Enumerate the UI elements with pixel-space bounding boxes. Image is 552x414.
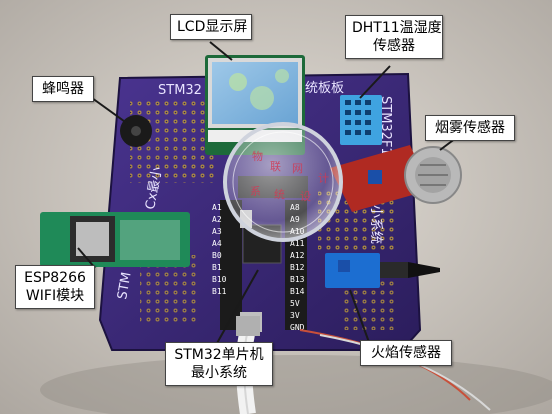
silk-top: STM32 [158, 83, 202, 98]
svg-text:GND: GND [290, 323, 305, 332]
magnifier-lens: 物联网 系统 设计 [223, 122, 343, 242]
flame-label-text: 火焰传感器 [371, 345, 441, 361]
svg-text:A11: A11 [290, 239, 305, 248]
svg-text:B0: B0 [212, 251, 222, 260]
svg-text:B12: B12 [290, 263, 305, 272]
esp8266-label: ESP8266 WIFI模块 [15, 265, 95, 309]
dht11-label-line2: 传感器 [373, 38, 415, 54]
dht11-sensor [340, 95, 382, 145]
lcd-label-text: LCD显示屏 [177, 19, 248, 35]
silk-top-right: 统板板 [305, 81, 344, 96]
esp8266-label-line1: ESP8266 [24, 270, 86, 286]
svg-text:计: 计 [318, 172, 329, 185]
buzzer-label-text: 蜂鸣器 [42, 81, 84, 97]
svg-text:物: 物 [252, 149, 263, 163]
smoke-label-text: 烟雾传感器 [435, 120, 505, 136]
svg-text:系: 系 [250, 185, 261, 198]
dht11-label: DHT11温湿度 传感器 [345, 15, 443, 59]
stm32-label: STM32单片机 最小系统 [165, 342, 273, 386]
svg-text:A4: A4 [212, 239, 222, 248]
svg-text:B14: B14 [290, 287, 305, 296]
svg-text:统: 统 [274, 188, 285, 201]
flame-sensor [325, 253, 440, 288]
smoke-sensor [330, 145, 462, 212]
buzzer-label: 蜂鸣器 [32, 76, 94, 102]
esp8266-module [40, 212, 190, 267]
svg-text:5V: 5V [290, 299, 300, 308]
svg-text:B13: B13 [290, 275, 305, 284]
svg-text:A2: A2 [212, 215, 222, 224]
smoke-label: 烟雾传感器 [425, 115, 515, 141]
svg-text:B1: B1 [212, 263, 222, 272]
svg-text:联: 联 [270, 160, 281, 173]
esp8266-label-line2: WIFI模块 [25, 288, 85, 304]
svg-text:B11: B11 [212, 287, 227, 296]
svg-text:A12: A12 [290, 251, 305, 260]
dht11-label-line1: DHT11温湿度 [352, 20, 442, 36]
lcd-label: LCD显示屏 [170, 14, 252, 40]
silk-left: Cx最小 [143, 166, 165, 211]
leader-lines [77, 41, 461, 346]
stm32-label-line1: STM32单片机 [174, 347, 264, 363]
svg-text:3V: 3V [290, 311, 300, 320]
buzzer-component [120, 115, 152, 147]
svg-text:A1: A1 [212, 203, 222, 212]
stm32-label-line2: 最小系统 [191, 365, 247, 381]
svg-text:网: 网 [292, 162, 303, 175]
silk-right-lower: 小系统 [368, 205, 383, 244]
svg-text:B10: B10 [212, 275, 227, 284]
svg-text:设: 设 [300, 190, 311, 203]
silk-left-lower: STM [115, 271, 135, 301]
flame-label: 火焰传感器 [360, 340, 452, 366]
svg-text:A3: A3 [212, 227, 222, 236]
